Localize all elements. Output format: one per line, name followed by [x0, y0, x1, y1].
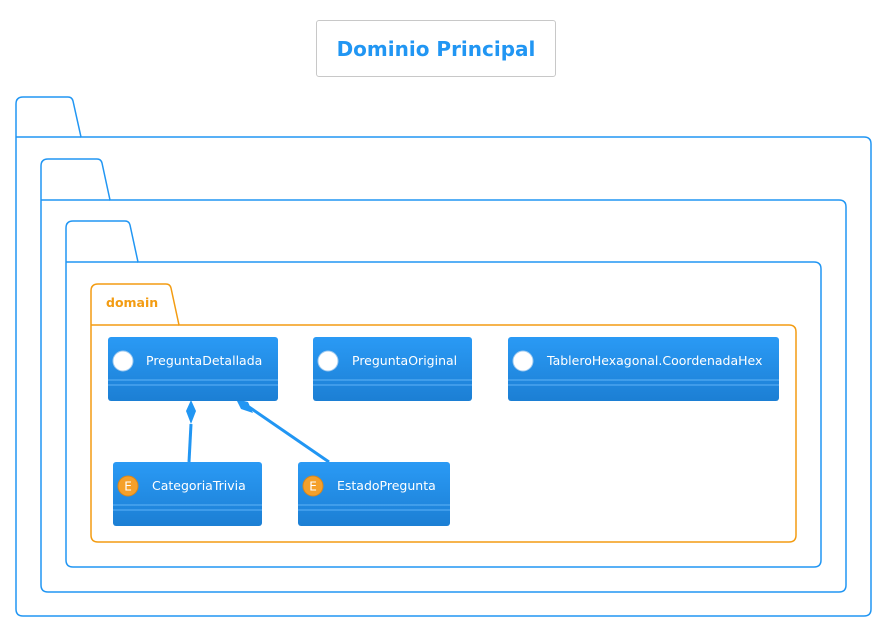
enum-badge-icon — [117, 475, 139, 497]
class-pregunta-detallada[interactable]: PreguntaDetallada — [108, 337, 278, 401]
composition-diamond — [236, 399, 253, 413]
class-name: PreguntaOriginal — [352, 353, 457, 368]
diagram-title: Dominio Principal — [316, 20, 556, 77]
composition-diamond — [186, 400, 196, 424]
outer-package-2 — [40, 158, 847, 593]
class-circle-icon — [317, 350, 339, 372]
enum-badge-icon — [302, 475, 324, 497]
class-circle-icon — [112, 350, 134, 372]
enum-badge-letter: E — [124, 480, 132, 494]
class-name: CategoriaTrivia — [152, 478, 246, 493]
relation-pregunta-categoria — [186, 400, 196, 463]
class-name: TableroHexagonal.CoordenadaHex — [546, 353, 762, 368]
relation-pregunta-estado — [236, 399, 330, 464]
enum-categoria-trivia[interactable]: E CategoriaTrivia — [113, 462, 262, 526]
class-name: PreguntaDetallada — [146, 353, 262, 368]
outer-package-3 — [65, 220, 822, 568]
outer-package-1 — [15, 96, 872, 617]
domain-package — [90, 283, 797, 543]
domain-package-label: domain — [106, 295, 158, 310]
enum-badge-letter: E — [309, 480, 317, 494]
class-tablero-coordenada-hex[interactable]: TableroHexagonal.CoordenadaHex — [508, 337, 779, 401]
class-circle-icon — [512, 350, 534, 372]
class-name: EstadoPregunta — [337, 478, 436, 493]
enum-estado-pregunta[interactable]: E EstadoPregunta — [298, 462, 450, 526]
class-pregunta-original[interactable]: PreguntaOriginal — [313, 337, 472, 401]
